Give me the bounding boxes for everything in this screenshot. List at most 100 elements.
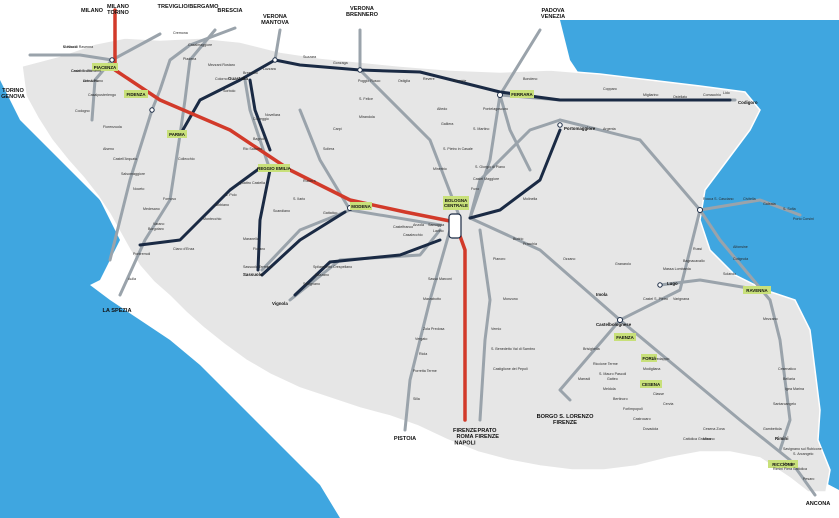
station-label: Ostiglia: [398, 79, 410, 83]
station-label: Borgotaro: [148, 227, 164, 231]
line-faenza-firenze: [558, 318, 622, 402]
station-label: Casalborsetti: [71, 69, 92, 73]
station-label: Castel S. Pietro: [643, 297, 668, 301]
station-label: Monzuno: [503, 297, 518, 301]
station-label: S. Mauro Pascoli: [599, 372, 626, 376]
hub-label-ravenna: RAVENNA: [746, 288, 768, 293]
station-label: Gambettola: [763, 427, 782, 431]
station-label: Bazzano: [315, 273, 329, 277]
station-label: Gatteo: [607, 377, 618, 381]
city-vignola: Vignola: [272, 301, 288, 306]
line-bologna-ferrara: [468, 93, 502, 220]
line-bologna-prato: [478, 228, 492, 422]
station-label: Rubiera: [303, 179, 316, 183]
station-label: Zola Predosa: [423, 327, 444, 331]
hub-box-parma: [167, 130, 187, 138]
station-label: Pianoro: [493, 257, 505, 261]
station-label: Mezzani Rostaro: [208, 63, 235, 67]
hub-label-piacenza: PIACENZA: [94, 65, 117, 70]
station-label: Mirandola: [359, 115, 375, 119]
station-label: Riola: [419, 352, 427, 356]
line-portomaggiore-ravenna: [558, 118, 702, 212]
line-guastalla-mantova: [273, 28, 282, 62]
city-portomaggiore: Portomaggiore: [564, 126, 596, 131]
station-label: Funo: [471, 187, 479, 191]
station-label: Cesenatico: [778, 367, 796, 371]
station-label: Castiglione dei Pepoli: [493, 367, 528, 371]
station-label: Granarolo: [615, 262, 631, 266]
station-label: Crespellano: [333, 265, 352, 269]
station-label: Casalmaggiore: [188, 43, 212, 47]
line-bologna-modena-grey: [348, 208, 442, 227]
station-label: Marradi: [578, 377, 590, 381]
station-label: Gattatico: [323, 211, 337, 215]
station-label: Alfonsine: [733, 245, 748, 249]
station-marker: [272, 57, 278, 63]
station-label: Castelfranco: [393, 225, 413, 229]
hub-label-faenza: FAENZA: [616, 335, 634, 340]
line-lugo-ravenna: [658, 278, 762, 292]
station-label: Medesano: [143, 207, 160, 211]
station-label: Bertinoro: [613, 397, 628, 401]
station-label: Revere: [423, 77, 435, 81]
line-modena-sassuolo: [260, 208, 352, 272]
station-label: Marzabotto: [423, 297, 441, 301]
station-label: Ciano d'Enza: [173, 247, 194, 251]
station-label: S. Benedetto Val di Sambro: [491, 347, 535, 351]
hub-box-forli: [641, 354, 657, 362]
station-label: Castel S. Giovanni: [71, 69, 101, 73]
line-ravenna-coast: [698, 198, 802, 217]
station-label: Bagnolo: [253, 137, 266, 141]
station-label: Modigliana: [643, 367, 660, 371]
station-label: Cervia: [663, 402, 673, 406]
terminal-pistoia: PISTOIA: [394, 436, 416, 442]
station-label: Russi: [693, 247, 702, 251]
station-marker: [109, 57, 115, 63]
station-label: Castrocaro: [633, 417, 651, 421]
station-label: Samoggia: [428, 223, 444, 227]
station-label: Poggio Rusco: [358, 79, 380, 83]
hub-label-parma: PARMA: [169, 132, 186, 137]
hub-box-ravenna: [743, 286, 771, 294]
station-label: Comacchio: [703, 93, 721, 97]
hub-label-ferrara: FERRARA: [511, 92, 533, 97]
station-label: Varano: [153, 222, 164, 226]
city-imola: Imola: [596, 292, 608, 297]
station-label: Suzzara: [303, 55, 316, 59]
station-label: Viserba: [783, 462, 795, 466]
station-label: S. Martino: [473, 127, 489, 131]
station-label: Fornovo: [163, 197, 176, 201]
hub-box-riccione: [768, 460, 798, 468]
station-marker: [557, 122, 563, 128]
station-label: Sorbolo: [223, 89, 235, 93]
station-label: Codogno: [75, 109, 90, 113]
station-markers: [109, 57, 703, 323]
line-bologna-portomaggiore-main: [468, 128, 562, 220]
city-rimini: Rimini: [775, 436, 788, 441]
station-label: Pesaro: [803, 477, 814, 481]
station-label: Dovadola: [643, 427, 658, 431]
line-parma-laspezia: [118, 133, 182, 297]
station-label: Bibbiano: [215, 203, 229, 207]
station-label: Porretta Terme: [413, 369, 437, 373]
station-label: Bellaria: [783, 377, 795, 381]
station-label: Piadena: [183, 57, 196, 61]
line-modena-sassuolo-main: [260, 210, 347, 277]
terminal-treviglio: TREVIGLIO/BERGAMO: [158, 4, 220, 10]
hub-box-modena: [350, 202, 372, 210]
station-label: Brescello: [243, 71, 258, 75]
station-label: Lido Adriano: [83, 79, 103, 83]
station-label: Novellara: [265, 113, 280, 117]
station-label: Minerbio: [433, 167, 447, 171]
station-marker: [149, 107, 155, 113]
city-lugo: Lugo: [667, 281, 678, 286]
hub-label-forli: FORLÌ: [642, 356, 655, 361]
